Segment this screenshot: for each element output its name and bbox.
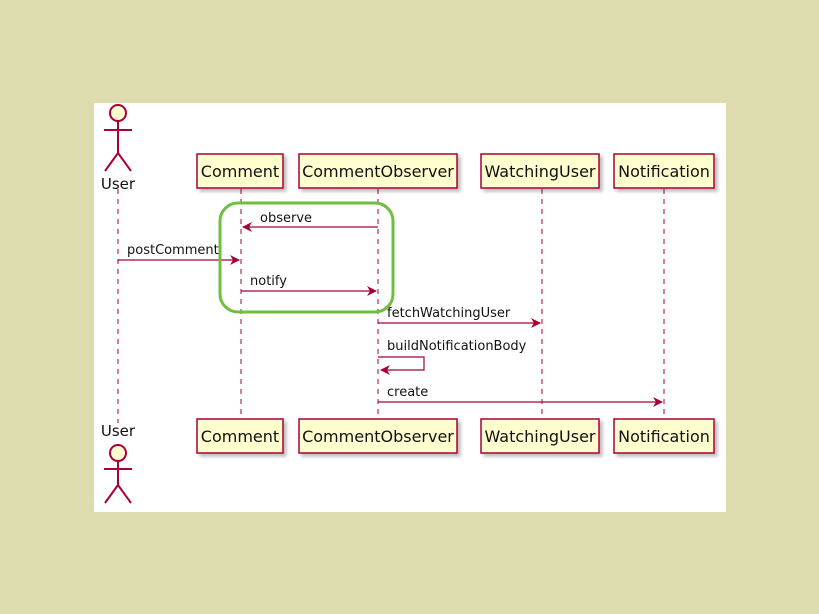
- message-label-observe: observe: [260, 211, 312, 226]
- sequence-diagram: User Comment CommentObserver WatchingUse…: [101, 104, 715, 504]
- participant-comment-top: Comment: [196, 153, 284, 189]
- participant-label: Comment: [201, 162, 279, 181]
- message-label-build-notification-body: buildNotificationBody: [387, 339, 527, 354]
- stick-figure-actor-icon: [104, 104, 132, 172]
- participant-comment-observer-top: CommentObserver: [298, 153, 458, 189]
- participant-comment-bottom: Comment: [196, 418, 284, 454]
- participant-watching-user-top: WatchingUser: [480, 153, 600, 189]
- message-label-fetch-watching-user: fetchWatchingUser: [387, 306, 511, 321]
- participant-notification-top: Notification: [613, 153, 715, 189]
- participant-label: Notification: [618, 162, 710, 181]
- diagram-panel: User Comment CommentObserver WatchingUse…: [94, 103, 726, 512]
- participant-watching-user-bottom: WatchingUser: [480, 418, 600, 454]
- participant-label: WatchingUser: [484, 162, 595, 181]
- actor-label-top: User: [101, 175, 136, 193]
- participant-label: CommentObserver: [302, 162, 454, 181]
- highlight-outline: [218, 201, 395, 314]
- participant-label: Comment: [201, 427, 279, 446]
- message-label-notify: notify: [250, 274, 287, 289]
- actor-label-bottom: User: [101, 422, 136, 440]
- message-create: create: [378, 385, 663, 407]
- message-observe: observe: [242, 211, 378, 232]
- message-fetch-watching-user: fetchWatchingUser: [378, 306, 541, 328]
- message-label-create: create: [387, 385, 428, 400]
- message-label-post-comment: postComment: [127, 243, 219, 258]
- message-build-notification-body: buildNotificationBody: [378, 339, 527, 375]
- participant-label: Notification: [618, 427, 710, 446]
- stick-figure-actor-icon: [104, 444, 132, 504]
- participant-comment-observer-bottom: CommentObserver: [298, 418, 458, 454]
- participant-notification-bottom: Notification: [613, 418, 715, 454]
- message-notify: notify: [241, 274, 377, 296]
- participant-label: WatchingUser: [484, 427, 595, 446]
- participant-label: CommentObserver: [302, 427, 454, 446]
